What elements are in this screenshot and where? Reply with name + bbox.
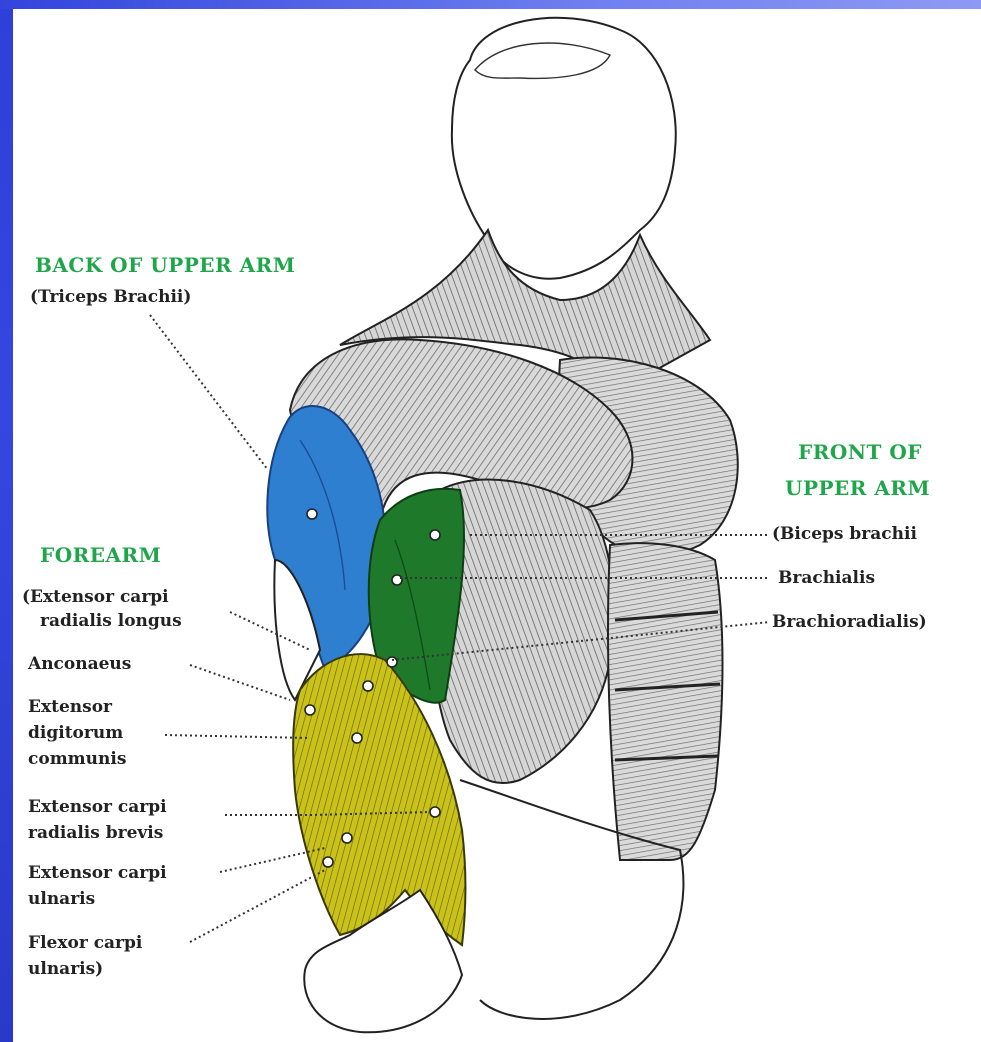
label-brachialis: Brachialis — [778, 567, 875, 589]
label-triceps-brachii: (Triceps Brachii) — [30, 286, 191, 308]
label-anconaeus: Anconaeus — [28, 653, 131, 675]
marker-edc-a — [305, 705, 315, 715]
label-extensor-carpi-radialis-longus-line2: radialis longus — [40, 610, 182, 632]
label-brachioradialis: Brachioradialis) — [772, 611, 927, 633]
label-extensor-digitorum-communis-line3: communis — [28, 748, 126, 770]
marker-biceps — [430, 530, 440, 540]
marker-anconaeus — [363, 681, 373, 691]
marker-ecrl — [387, 657, 397, 667]
marker-ecu — [342, 833, 352, 843]
marker-brachialis — [392, 575, 402, 585]
marker-triceps — [307, 509, 317, 519]
heading-forearm: FOREARM — [40, 543, 161, 567]
label-extensor-digitorum-communis-line2: digitorum — [28, 722, 123, 744]
label-flexor-carpi-ulnaris-line2: ulnaris) — [28, 958, 103, 980]
marker-fcu — [323, 857, 333, 867]
marker-edc-b — [352, 733, 362, 743]
label-extensor-digitorum-communis-line1: Extensor — [28, 696, 112, 718]
label-extensor-carpi-ulnaris-line2: ulnaris — [28, 888, 95, 910]
label-extensor-carpi-ulnaris-line1: Extensor carpi — [28, 862, 167, 884]
label-biceps-brachii: (Biceps brachii — [772, 523, 917, 545]
label-extensor-carpi-radialis-brevis-line1: Extensor carpi — [28, 796, 167, 818]
label-extensor-carpi-radialis-brevis-line2: radialis brevis — [28, 822, 163, 844]
heading-front-of-upper-arm-line1: FRONT OF — [798, 440, 922, 464]
heading-back-of-upper-arm: BACK OF UPPER ARM — [35, 253, 295, 277]
heading-front-of-upper-arm-line2: UPPER ARM — [785, 476, 930, 500]
label-flexor-carpi-ulnaris-line1: Flexor carpi — [28, 932, 142, 954]
label-extensor-carpi-radialis-longus-line1: (Extensor carpi — [22, 586, 169, 608]
marker-ecrb — [430, 807, 440, 817]
abdominal-muscles — [608, 543, 722, 860]
